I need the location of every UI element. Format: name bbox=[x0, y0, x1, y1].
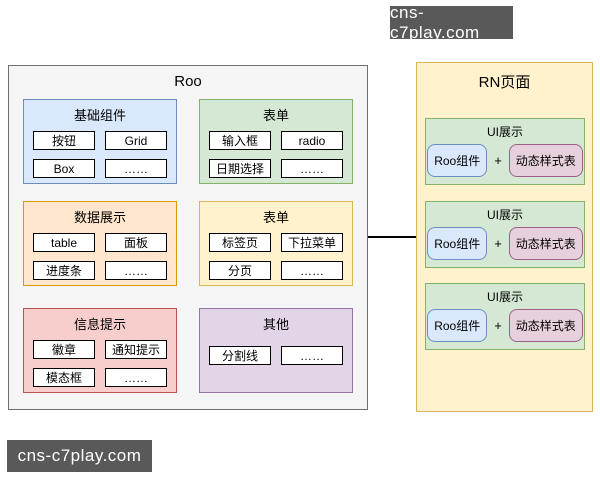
group-title: 表单 bbox=[262, 108, 289, 123]
item-divider: 分割线 bbox=[209, 346, 271, 365]
plus-operator: + bbox=[494, 153, 502, 168]
plus-operator: + bbox=[494, 236, 502, 251]
dynamic-stylesheet-chip: 动态样式表 bbox=[508, 309, 583, 342]
ui-card-row: Roo组件 + 动态样式表 bbox=[426, 227, 584, 260]
item-tabs: 标签页 bbox=[209, 233, 271, 252]
group-items: 分割线 …… bbox=[200, 346, 352, 365]
plus-operator: + bbox=[494, 318, 502, 333]
connector-arrow-line bbox=[368, 236, 426, 238]
dynamic-stylesheet-chip: 动态样式表 bbox=[508, 227, 583, 260]
item-modal: 模态框 bbox=[33, 368, 95, 387]
roo-component-chip: Roo组件 bbox=[427, 309, 488, 342]
item-badge: 徽章 bbox=[33, 340, 95, 359]
group-form-2: 表单 标签页 下拉菜单 分页 …… bbox=[199, 201, 353, 286]
item-dropdown: 下拉菜单 bbox=[281, 233, 343, 252]
ui-card-row: Roo组件 + 动态样式表 bbox=[426, 144, 584, 177]
item-grid: Grid bbox=[105, 131, 167, 150]
group-basic-components: 基础组件 按钮 Grid Box …… bbox=[23, 99, 177, 184]
item-ellipsis: …… bbox=[105, 368, 167, 387]
roo-library-panel: Roo 基础组件 按钮 Grid Box …… 表单 输入框 radio 日期选… bbox=[8, 65, 368, 410]
item-input: 输入框 bbox=[209, 131, 271, 150]
group-other: 其他 分割线 …… bbox=[199, 308, 353, 393]
item-ellipsis: …… bbox=[281, 159, 343, 178]
ui-card-title: UI展示 bbox=[486, 290, 523, 304]
item-panel: 面板 bbox=[105, 233, 167, 252]
item-box: Box bbox=[33, 159, 95, 178]
item-progressbar: 进度条 bbox=[33, 261, 95, 280]
ui-card-title: UI展示 bbox=[486, 125, 523, 139]
item-ellipsis: …… bbox=[281, 261, 343, 280]
group-title: 其他 bbox=[262, 317, 289, 332]
group-items: 按钮 Grid Box …… bbox=[24, 131, 176, 178]
group-items: 标签页 下拉菜单 分页 …… bbox=[200, 233, 352, 280]
group-items: table 面板 进度条 …… bbox=[24, 233, 176, 280]
roo-component-chip: Roo组件 bbox=[427, 227, 488, 260]
item-button: 按钮 bbox=[33, 131, 95, 150]
group-items: 徽章 通知提示 模态框 …… bbox=[24, 340, 176, 387]
group-title: 信息提示 bbox=[73, 317, 126, 332]
dynamic-stylesheet-chip: 动态样式表 bbox=[508, 144, 583, 177]
group-title: 数据展示 bbox=[73, 210, 126, 225]
group-data-display: 数据展示 table 面板 进度条 …… bbox=[23, 201, 177, 286]
rn-panel-title: RN页面 bbox=[478, 74, 531, 91]
rn-page-panel: RN页面 UI展示 Roo组件 + 动态样式表 UI展示 Roo组件 + 动态样… bbox=[416, 62, 593, 412]
ui-display-card: UI展示 Roo组件 + 动态样式表 bbox=[425, 283, 585, 350]
item-ellipsis: …… bbox=[281, 346, 343, 365]
roo-component-chip: Roo组件 bbox=[427, 144, 488, 177]
item-datepicker: 日期选择 bbox=[209, 159, 271, 178]
ui-card-title: UI展示 bbox=[486, 208, 523, 222]
ui-card-row: Roo组件 + 动态样式表 bbox=[426, 309, 584, 342]
group-items: 输入框 radio 日期选择 …… bbox=[200, 131, 352, 178]
ui-display-card: UI展示 Roo组件 + 动态样式表 bbox=[425, 118, 585, 185]
group-title: 基础组件 bbox=[73, 108, 126, 123]
item-ellipsis: …… bbox=[105, 261, 167, 280]
group-title: 表单 bbox=[262, 210, 289, 225]
watermark-bottom-left: cns-c7play.com bbox=[7, 440, 152, 472]
group-form-1: 表单 输入框 radio 日期选择 …… bbox=[199, 99, 353, 184]
item-table: table bbox=[33, 233, 95, 252]
watermark-top-right: cns-c7play.com bbox=[390, 3, 513, 42]
group-feedback: 信息提示 徽章 通知提示 模态框 …… bbox=[23, 308, 177, 393]
ui-display-card: UI展示 Roo组件 + 动态样式表 bbox=[425, 201, 585, 268]
item-ellipsis: …… bbox=[105, 159, 167, 178]
item-radio: radio bbox=[281, 131, 343, 150]
item-pagination: 分页 bbox=[209, 261, 271, 280]
roo-panel-title: Roo bbox=[174, 73, 202, 90]
item-notification: 通知提示 bbox=[105, 340, 167, 359]
